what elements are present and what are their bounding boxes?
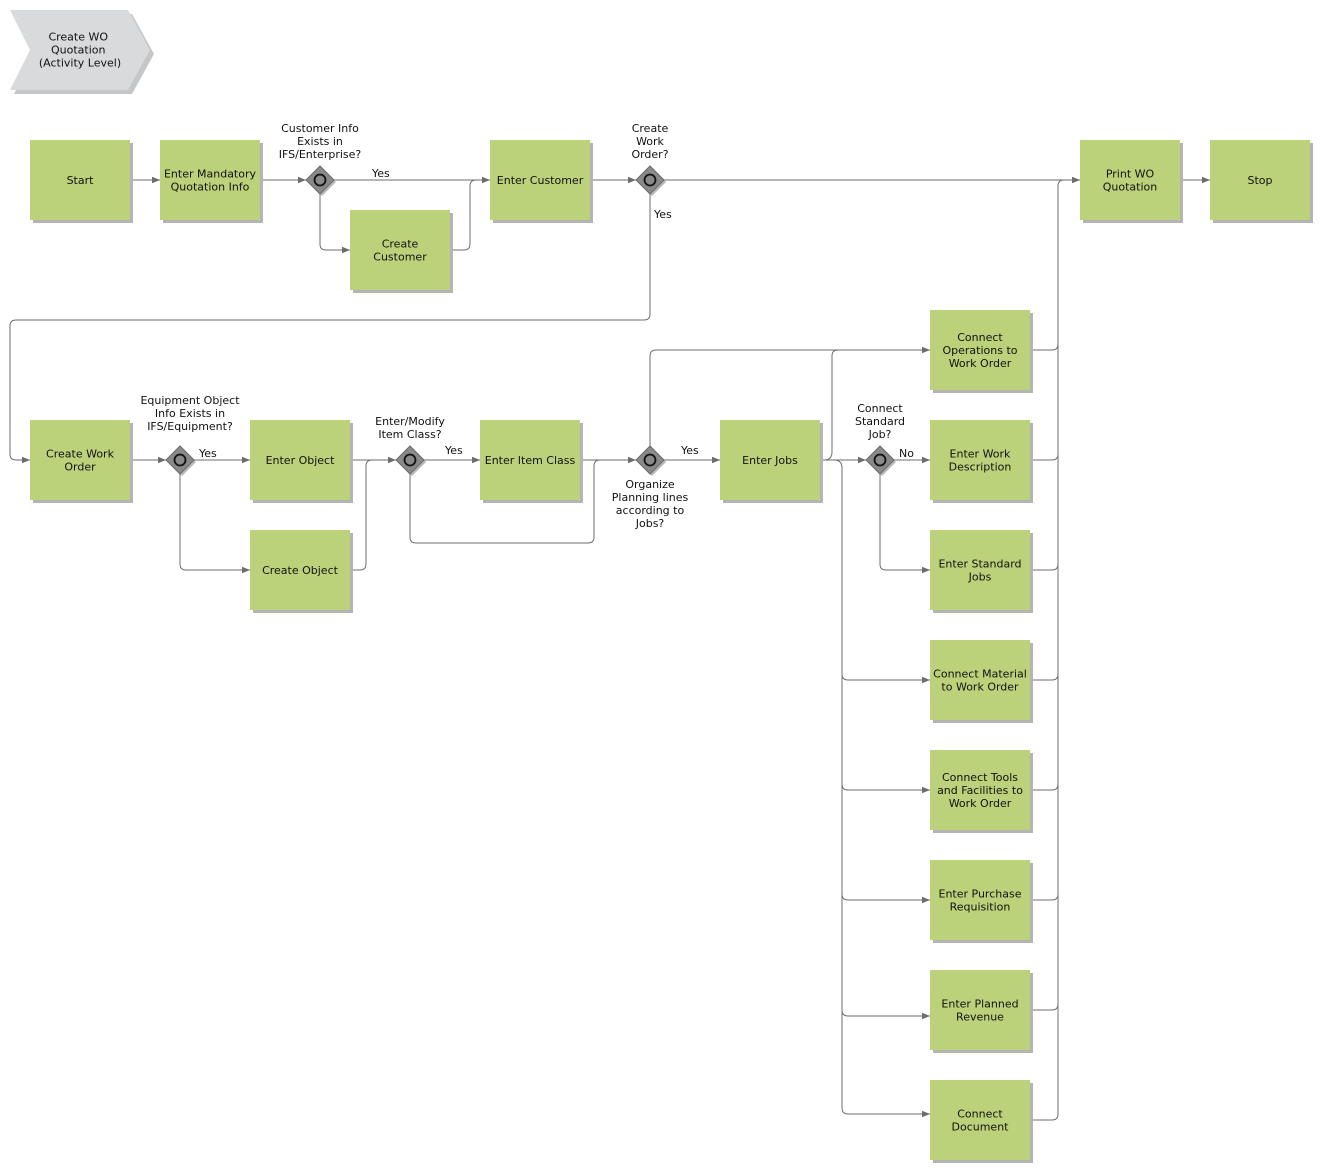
edge-gw1-no — [319, 194, 350, 254]
title-line-1: Create WO — [48, 31, 108, 44]
activity-stop[interactable]: Stop — [1210, 140, 1313, 223]
activity-label: Start — [67, 174, 95, 187]
activity-label: Enter Jobs — [742, 454, 798, 467]
label-yes-customer: Yes — [371, 167, 390, 180]
label-no-standard-job: No — [899, 447, 914, 460]
edge-to-connect-tools — [841, 783, 930, 794]
edge-gw4-no — [409, 459, 601, 544]
edge-from-work-description — [1030, 453, 1059, 461]
edges — [9, 176, 1210, 1121]
edge-from-tools — [1030, 783, 1059, 791]
label-yes-equipment: Yes — [198, 447, 217, 460]
activity-label: Enter Item Class — [485, 454, 576, 467]
edge-labels: Yes Yes Yes Yes Yes No — [198, 167, 914, 460]
activity-label: Create Object — [262, 564, 339, 577]
edge-create-customer-join — [450, 179, 477, 251]
activity-enter-item-class[interactable]: Enter Item Class — [480, 420, 583, 503]
activity-label: Enter Customer — [497, 174, 584, 187]
edge-gw6-yes — [879, 474, 930, 574]
diagram-title-chevron: Create WO Quotation (Activity Level) — [10, 10, 154, 94]
label-yes-create-wo: Yes — [653, 208, 672, 221]
edge-create-object-join — [350, 459, 373, 571]
activity-create-object[interactable]: Create Object — [250, 530, 353, 613]
edge-gw2-yes-down — [9, 194, 651, 464]
edge-jobs-up — [823, 349, 839, 461]
svg-text:Create WO Quotation: Create WO Quotation (Activity Level) — [39, 31, 121, 70]
activity-enter-object[interactable]: Enter Object — [250, 420, 353, 503]
edge-to-purchase — [841, 893, 930, 904]
edge-to-connect-material — [841, 673, 930, 684]
activity-label: Stop — [1247, 174, 1272, 187]
title-line-2: Quotation — [51, 44, 106, 57]
activity-label: Enter Object — [266, 454, 336, 467]
edge-jobs-down-trunk — [833, 459, 930, 1118]
edge-from-material — [1030, 673, 1059, 681]
edge-from-standard-jobs — [1030, 563, 1059, 571]
edge-to-revenue — [841, 1009, 930, 1020]
edge-from-operations — [1030, 343, 1059, 351]
activity-enter-jobs[interactable]: Enter Jobs — [720, 420, 823, 503]
edge-gw5-up — [649, 346, 930, 446]
edge-gw3-no — [179, 474, 250, 574]
edge-from-purchase — [1030, 893, 1059, 901]
label-yes-item-class: Yes — [444, 444, 463, 457]
activity-enter-customer[interactable]: Enter Customer — [490, 140, 593, 223]
title-line-3: (Activity Level) — [39, 57, 121, 70]
edge-from-revenue — [1030, 1003, 1059, 1011]
activity-start[interactable]: Start — [30, 140, 133, 223]
edge-collector — [1030, 179, 1065, 1121]
label-yes-organize: Yes — [680, 444, 699, 457]
